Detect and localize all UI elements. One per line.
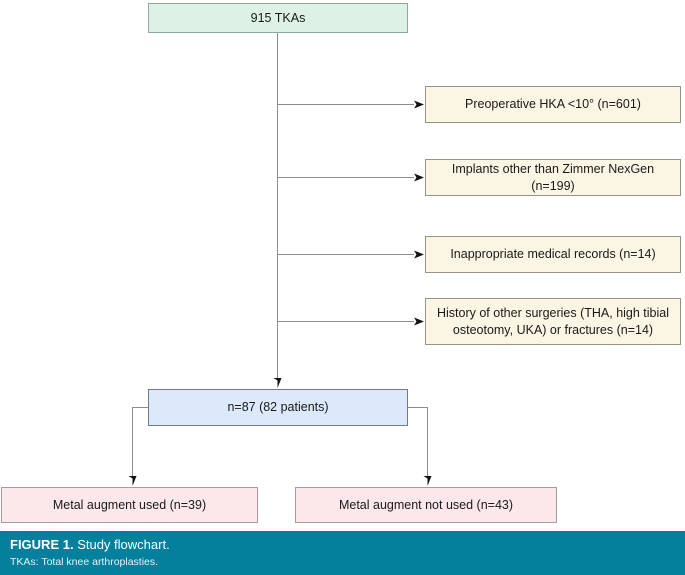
top-box-label: 915 TKAs xyxy=(250,10,306,25)
connector-outcome-right xyxy=(408,407,428,476)
arrowhead-branch-4 xyxy=(414,317,424,326)
connector-outcome-left xyxy=(132,407,148,476)
top-box-total-tkas: 915 TKAs xyxy=(148,3,408,33)
figure-caption-bar: FIGURE 1. Study flowchart. TKAs: Total k… xyxy=(0,531,685,575)
exclusion-label: Inappropriate medical records (n=14) xyxy=(450,247,656,262)
exclusion-box-other-implants: Implants other than Zimmer NexGen (n=199… xyxy=(425,159,681,196)
exclusion-box-inappropriate-records: Inappropriate medical records (n=14) xyxy=(425,236,681,273)
arrowhead-branch-3 xyxy=(414,250,424,259)
arrowhead-outcome-left xyxy=(128,476,137,486)
outcome-box-metal-augment-used: Metal augment used (n=39) xyxy=(1,487,258,523)
exclusion-box-preoperative-hka: Preoperative HKA <10° (n=601) xyxy=(425,86,681,123)
outcome-label: Metal augment not used (n=43) xyxy=(338,497,514,512)
exclusion-label: Preoperative HKA <10° (n=601) xyxy=(465,97,641,112)
exclusion-label: Implants other than Zimmer NexGen (n=199… xyxy=(451,161,655,193)
cohort-label: n=87 (82 patients) xyxy=(227,400,329,415)
figure-caption-note: TKAs: Total knee arthroplasties. xyxy=(10,556,159,568)
outcome-box-metal-augment-not-used: Metal augment not used (n=43) xyxy=(295,487,557,523)
arrowhead-branch-1 xyxy=(414,100,424,109)
arrowhead-branch-2 xyxy=(414,173,424,182)
outcome-label: Metal augment used (n=39) xyxy=(52,497,207,512)
figure-caption: FIGURE 1. Study flowchart. xyxy=(10,537,675,553)
exclusion-box-other-surgeries: History of other surgeries (THA, high ti… xyxy=(425,298,681,345)
arrowhead-cohort xyxy=(273,378,282,388)
cohort-box-final-sample: n=87 (82 patients) xyxy=(148,389,408,426)
figure-caption-label: FIGURE 1. xyxy=(10,537,74,552)
arrowhead-outcome-right xyxy=(423,476,432,486)
exclusion-label: History of other surgeries (THA, high ti… xyxy=(436,305,670,337)
figure-caption-title: Study flowchart. xyxy=(73,537,170,552)
